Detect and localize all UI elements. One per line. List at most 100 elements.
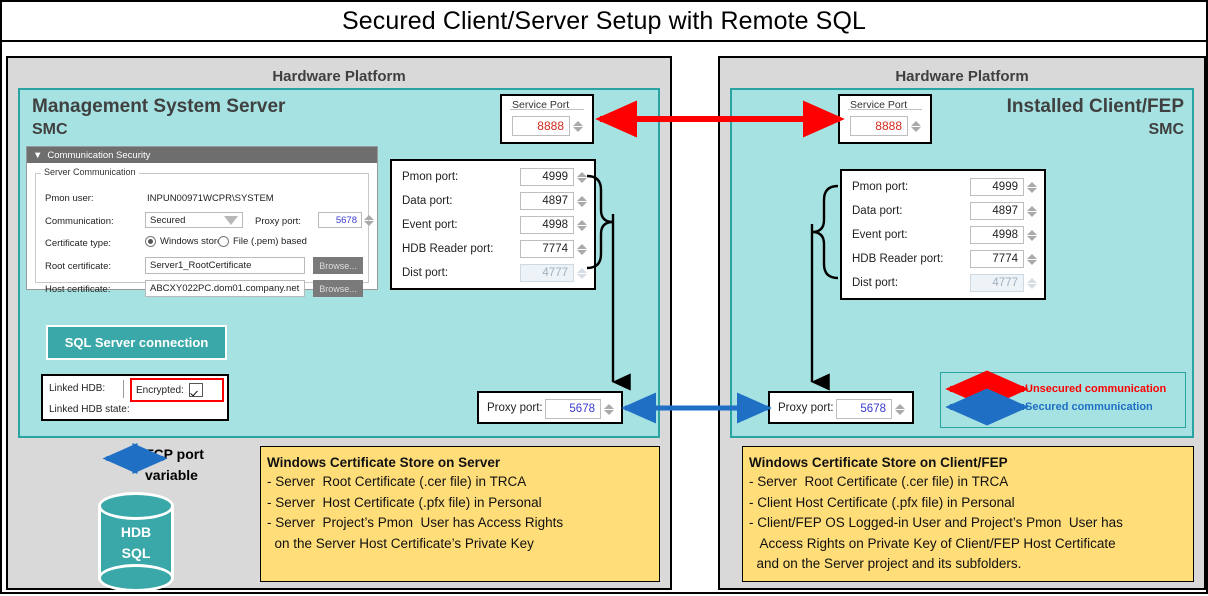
installed-client-fep-subheading: SMC [1148,121,1184,138]
page-title-bar: Secured Client/Server Setup with Remote … [2,2,1206,42]
left-data-port-input[interactable]: 4897 [520,192,574,210]
encrypted-checkbox-group[interactable]: Encrypted: [130,378,224,402]
linked-hdb-state-label: Linked HDB state: [49,404,130,415]
right-note-line-2: - Client Host Certificate (.pfx file) in… [749,494,1015,510]
left-data-port-label: Data port: [402,195,453,207]
sql-server-connection-button[interactable]: SQL Server connection [46,325,227,360]
communication-security-header: ▼ Communication Security [27,147,377,163]
left-pmon-port-label: Pmon port: [402,171,459,183]
left-service-port-spinner[interactable] [572,116,583,136]
left-event-port-input[interactable]: 4998 [520,216,574,234]
right-proxy-port-label: Proxy port: [778,402,834,414]
right-platform-title: Hardware Platform [895,68,1029,85]
communication-security-body: Server Communication Pmon user: INPUN009… [27,163,377,297]
radio-windows-store-dot [145,236,156,247]
left-note-line-3: - Server Project’s Pmon User has Access … [267,515,564,530]
communication-dropdown[interactable]: Secured [145,212,243,228]
left-data-port-spinner[interactable] [576,192,587,210]
left-service-port-box: Service Port 8888 [500,94,594,144]
left-certificate-store-note: Windows Certificate Store on Server - Se… [260,446,660,582]
left-hdb-reader-port-input[interactable]: 7774 [520,240,574,258]
left-pmon-port-spinner[interactable] [576,168,587,186]
left-note-line-4: on the Server Host Certificate’s Private… [267,535,534,551]
cylinder-top [98,492,174,520]
encrypted-label: Encrypted: [136,384,184,396]
pmon-user-label: Pmon user: [45,193,94,204]
cylinder-bottom [98,564,174,592]
encrypted-checkbox[interactable] [188,383,203,397]
radio-pem-based[interactable]: File (.pem) based [218,236,307,247]
right-pmon-port-input[interactable]: 4999 [970,178,1024,196]
right-service-port-input[interactable]: 8888 [850,116,908,136]
legend-secured-label: Secured communication [1025,401,1153,413]
pmon-user-value: INPUN00971WCPR\SYSTEM [147,193,274,204]
left-service-port-rule [510,109,584,110]
left-ports-panel: Pmon port: 4999 Data port: 4897 Event po… [390,159,596,290]
linked-hdb-label: Linked HDB: [49,383,106,394]
left-note-heading: Windows Certificate Store on Server [267,455,501,470]
host-certificate-input[interactable]: ABCXY022PC.dom01.company.net [145,280,305,297]
radio-pem-based-dot [218,236,229,247]
right-pmon-port-spinner[interactable] [1026,178,1037,196]
cylinder-label-line1: HDB [120,524,152,540]
left-service-port-input[interactable]: 8888 [512,116,570,136]
linked-hdb-divider [123,380,124,398]
left-event-port-spinner[interactable] [576,216,587,234]
right-note-line-3: - Client/FEP OS Logged-in User and Proje… [749,515,1123,530]
right-note-heading: Windows Certificate Store on Client/FEP [749,455,1008,470]
right-event-port-spinner[interactable] [1026,226,1037,244]
right-service-port-spinner[interactable] [910,116,921,136]
right-event-port-input[interactable]: 4998 [970,226,1024,244]
radio-windows-store-label: Windows store [160,236,223,247]
left-dist-port-input: 4777 [520,264,574,282]
right-hdb-reader-port-input[interactable]: 7774 [970,250,1024,268]
right-proxy-port-input[interactable]: 5678 [836,399,892,419]
right-hdb-reader-port-label: HDB Reader port: [852,253,944,265]
left-pmon-port-input[interactable]: 4999 [520,168,574,186]
right-data-port-input[interactable]: 4897 [970,202,1024,220]
installed-client-fep-heading: Installed Client/FEP [1006,96,1184,117]
left-proxy-port-input[interactable]: 5678 [545,399,601,419]
left-dist-port-spinner [576,264,587,282]
left-proxy-port-spinner[interactable] [603,399,614,419]
right-service-port-legend: Service Port [848,99,910,111]
collapse-triangle-icon[interactable]: ▼ [33,149,43,161]
left-hdb-reader-port-spinner[interactable] [576,240,587,258]
left-event-port-label: Event port: [402,219,458,231]
left-note-line-2: - Server Host Certificate (.pfx file) in… [267,494,542,510]
radio-pem-based-label: File (.pem) based [233,236,307,247]
radio-windows-store[interactable]: Windows store [145,236,222,247]
right-proxy-port-box: Proxy port: 5678 [768,391,914,424]
communication-dropdown-value: Secured [150,214,186,226]
right-ports-panel: Pmon port: 4999 Data port: 4897 Event po… [840,169,1046,300]
cs-proxy-port-spinner[interactable] [363,212,374,228]
cs-proxy-port-input[interactable]: 5678 [318,212,362,228]
left-note-line-1: - Server Root Certificate (.cer file) in… [267,474,527,489]
right-note-line-5: and on the Server project and its subfol… [749,556,1022,571]
management-system-server-heading: Management System Server [32,96,286,117]
root-certificate-label: Root certificate: [45,261,111,272]
legend-unsecured-label: Unsecured communication [1025,383,1167,395]
right-service-port-box: Service Port 8888 [838,94,932,144]
right-proxy-port-spinner[interactable] [894,399,905,419]
right-hdb-reader-port-spinner[interactable] [1026,250,1037,268]
right-note-line-1: - Server Root Certificate (.cer file) in… [749,474,1009,489]
communication-legend: Unsecured communication Secured communic… [940,372,1186,428]
left-platform-title: Hardware Platform [272,68,406,85]
right-dist-port-input: 4777 [970,274,1024,292]
root-certificate-browse-button[interactable]: Browse... [313,257,363,274]
left-service-port-legend: Service Port [510,99,572,111]
left-proxy-port-box: Proxy port: 5678 [477,391,623,424]
right-data-port-spinner[interactable] [1026,202,1037,220]
tcp-port-variable-line: TCP port variable [145,446,204,483]
certificate-type-label: Certificate type: [45,238,111,249]
chevron-down-icon[interactable] [221,214,241,226]
right-note-line-4: Access Rights on Private Key of Client/F… [749,535,1116,551]
cylinder-label: HDB SQL [98,522,174,564]
right-certificate-store-note: Windows Certificate Store on Client/FEP … [742,446,1194,582]
root-certificate-input[interactable]: Server1_RootCertificate [145,257,305,274]
right-dist-port-spinner [1026,274,1037,292]
host-certificate-browse-button[interactable]: Browse... [313,280,363,297]
communication-label: Communication: [45,216,114,227]
